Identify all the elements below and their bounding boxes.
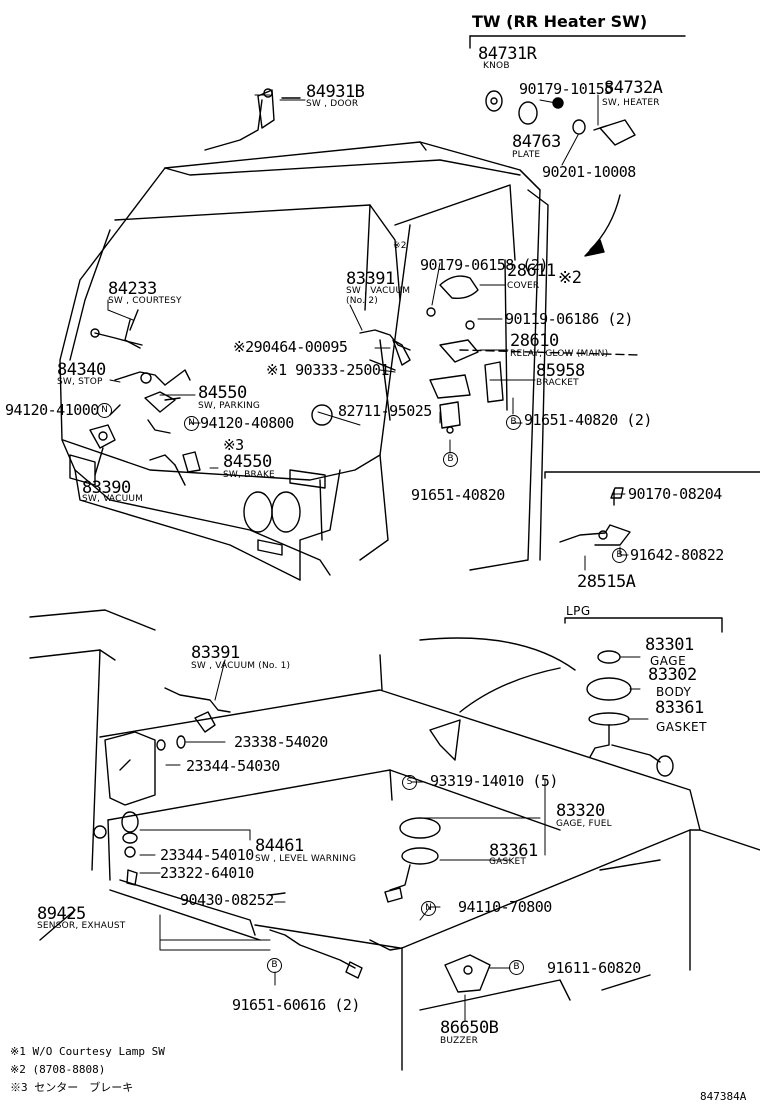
part-84233-name: SW , COURTESY [108, 296, 182, 306]
lpg-title: LPG [566, 604, 591, 618]
part-23344-54030-number[interactable]: 23344-54030 [186, 757, 280, 775]
truck-cab-outline [59, 141, 641, 581]
figure-id: 847384A [700, 1090, 747, 1103]
leader-lines [94, 94, 649, 1021]
tw-heater-title: TW (RR Heater SW) [472, 12, 648, 31]
part-90179-06158-number[interactable]: 90179-06158 (2) [420, 256, 548, 274]
lpg-section [564, 617, 723, 777]
star3-mark: ※3 [223, 436, 244, 454]
part-83391-no2-number[interactable]: 83391 [346, 269, 395, 289]
part-90333-number[interactable]: ※1 90333-25001 [266, 361, 389, 379]
part-84763-name: PLATE [512, 150, 541, 160]
part-84550-parking-name: SW, PARKING [198, 401, 261, 411]
part-90170-08204-number[interactable]: 90170-08204 [628, 485, 722, 503]
part-83320-name: GAGE, FUEL [556, 819, 612, 829]
symbol-b-circle: B [443, 452, 458, 467]
part-28611-name: COVER [507, 281, 540, 291]
part-290464-number[interactable]: ※290464-00095 [233, 338, 348, 356]
symbol-b-circle: B [612, 548, 627, 563]
symbol-b-circle: B [267, 958, 282, 973]
part-86650B-number[interactable]: 86650B [440, 1018, 499, 1038]
part-91642-80822-number[interactable]: 91642-80822 [630, 546, 724, 564]
part-90430-08252-number[interactable]: 90430-08252 [180, 891, 274, 909]
part-84461-name: SW , LEVEL WARNING [255, 854, 357, 864]
note-3: ※3 センター ブレーキ [10, 1081, 134, 1094]
part-83390-name: SW, VACUUM [82, 494, 144, 504]
part-23338-54020-number[interactable]: 23338-54020 [234, 733, 328, 751]
part-84931B-number[interactable]: 84931B [306, 82, 365, 102]
part-28611-number[interactable]: 28611 [507, 261, 556, 281]
symbol-n-circle: N [97, 403, 112, 418]
part-83391-no2-name: SW , VACUUM [346, 286, 411, 296]
part-91651-40820-number[interactable]: 91651-40820 [411, 486, 505, 504]
note-1: ※1 W/O Courtesy Lamp SW [10, 1045, 165, 1058]
part-83320-number[interactable]: 83320 [556, 801, 605, 821]
part-84461-number[interactable]: 84461 [255, 836, 304, 856]
part-83391-no1-number[interactable]: 83391 [191, 643, 240, 663]
part-28610-name: RELAY, GLOW (MAIN) [510, 349, 609, 359]
part-23322-64010-number[interactable]: 23322-64010 [160, 864, 254, 882]
part-91611-60820-number[interactable]: 91611-60820 [547, 959, 641, 977]
part-83301-number[interactable]: 83301 [645, 635, 694, 655]
part-83391-no2-sub: (No. 2) [346, 296, 378, 306]
part-83361-lpg-number[interactable]: 83361 [655, 698, 704, 718]
part-84732A-number[interactable]: 84732A [604, 78, 663, 98]
part-94110-70800-number[interactable]: 94110-70800 [458, 898, 552, 916]
part-28515A-number[interactable]: 28515A [577, 572, 636, 592]
part-84731R-number[interactable]: 84731R [478, 44, 537, 64]
part-93319-14010-number[interactable]: 93319-14010 (5) [430, 772, 558, 790]
part-84233-number[interactable]: 84233 [108, 279, 157, 299]
part-91651-40820-2-number[interactable]: 91651-40820 (2) [524, 411, 652, 429]
part-84550-parking-number[interactable]: 84550 [198, 383, 247, 403]
part-83391-no1-name: SW , VACUUM (No. 1) [191, 661, 291, 671]
truck-bed-outline [29, 609, 760, 1071]
symbol-n-circle: N [421, 901, 436, 916]
part-85958-name: BRACKET [536, 378, 579, 388]
glow-bracket-drawing [544, 471, 760, 546]
part-84340-name: SW, STOP [57, 377, 103, 387]
part-89425-name: SENSOR, EXHAUST [37, 921, 126, 931]
part-94120-41000-number[interactable]: 94120-41000 [5, 401, 99, 419]
door-switch-drawing [204, 88, 301, 151]
symbol-b-circle: B [506, 415, 521, 430]
part-94120-40800-number[interactable]: 94120-40800 [200, 414, 294, 432]
part-89425-number[interactable]: 89425 [37, 904, 86, 924]
fuel-sensor-drawing [93, 687, 491, 993]
part-84931B-name: SW , DOOR [306, 99, 359, 109]
part-23344-54010-number[interactable]: 23344-54010 [160, 846, 254, 864]
part-83301-name: GAGE [650, 654, 687, 668]
part-84550-brake-name: SW, BRAKE [223, 470, 275, 480]
symbol-n-circle: N [184, 416, 199, 431]
tw-heater-section [469, 35, 686, 257]
part-84550-brake-number[interactable]: 84550 [223, 452, 272, 472]
symbol-s-circle: S [402, 775, 417, 790]
part-90179-10155-number[interactable]: 90179-10155 [519, 80, 613, 98]
part-28610-number[interactable]: 28610 [510, 331, 559, 351]
part-82711-95025-number[interactable]: 82711-95025 [338, 402, 432, 420]
part-84732A-name: SW, HEATER [602, 98, 660, 108]
part-84731R-name: KNOB [483, 61, 510, 71]
star2-mark: ※2 [393, 241, 407, 251]
part-90119-06186-number[interactable]: 90119-06186 (2) [505, 310, 633, 328]
courtesy-switch-drawing [90, 309, 143, 349]
part-86650B-name: BUZZER [440, 1036, 479, 1046]
part-85958-number[interactable]: 85958 [536, 361, 585, 381]
part-83302-name: BODY [656, 685, 692, 699]
symbol-b-circle: B [509, 960, 524, 975]
note-2: ※2 (8708-8808) [10, 1063, 106, 1076]
part-83302-number[interactable]: 83302 [648, 665, 697, 685]
part-83361-bed-name: GASKET [489, 857, 527, 867]
part-84340-number[interactable]: 84340 [57, 360, 106, 380]
part-83361-bed-number[interactable]: 83361 [489, 841, 538, 861]
star2b-mark: ※2 [558, 268, 582, 288]
part-84763-number[interactable]: 84763 [512, 132, 561, 152]
part-83361-lpg-name: GASKET [656, 720, 707, 734]
part-83390-number[interactable]: 83390 [82, 478, 131, 498]
relay-vacuum-drawing [359, 275, 504, 434]
part-91651-60616-number[interactable]: 91651-60616 (2) [232, 996, 360, 1014]
part-90201-10008-number[interactable]: 90201-10008 [542, 163, 636, 181]
brake-switches-drawing [89, 369, 201, 486]
